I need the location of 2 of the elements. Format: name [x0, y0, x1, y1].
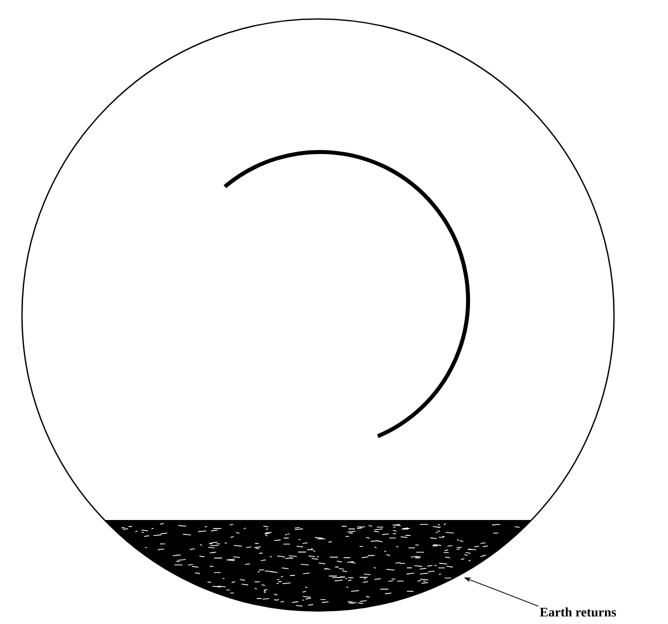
callout-text: Earth returns	[540, 607, 616, 617]
earth-returns-drawing	[104, 520, 532, 611]
